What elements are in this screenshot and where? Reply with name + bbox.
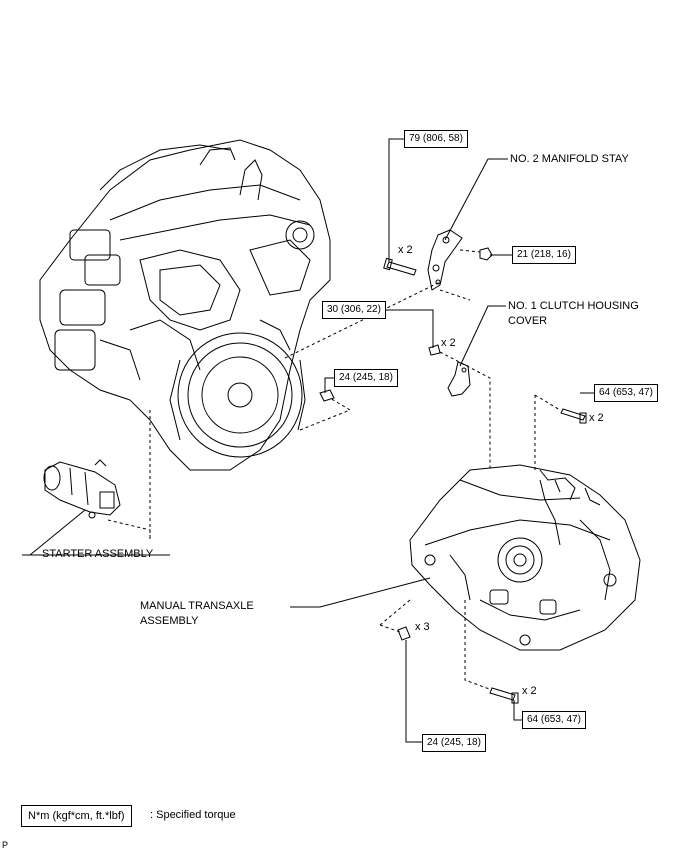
torque-spec-21: 21 (218, 16) — [512, 246, 576, 264]
label-transaxle-line1: MANUAL TRANSAXLE — [140, 600, 254, 612]
label-starter-assembly: STARTER ASSEMBLY — [42, 548, 154, 560]
qty-24-lower: x 3 — [415, 621, 430, 633]
engine-illustration — [39, 139, 331, 471]
corner-mark: P — [2, 840, 9, 850]
torque-spec-30: 30 (306, 22) — [322, 301, 386, 319]
label-manifold-stay: NO. 2 MANIFOLD STAY — [510, 153, 629, 165]
qty-79: x 2 — [398, 244, 413, 256]
torque-spec-64-upper: 64 (653, 47) — [594, 384, 658, 402]
torque-spec-79: 79 (806, 58) — [404, 130, 468, 148]
transaxle-illustration — [409, 464, 641, 651]
fasteners — [319, 247, 587, 704]
legend-unit-box: N*m (kgf*cm, ft.*lbf) — [21, 805, 132, 827]
torque-spec-64-lower: 64 (653, 47) — [522, 711, 586, 729]
leader-lines — [22, 138, 596, 743]
qty-64-upper: x 2 — [589, 412, 604, 424]
label-clutch-cover-line1: NO. 1 CLUTCH HOUSING — [508, 300, 639, 312]
starter-illustration — [43, 459, 121, 519]
label-clutch-cover-line2: COVER — [508, 315, 548, 327]
alignment-lines — [107, 249, 561, 691]
clutch-cover-illustration — [447, 361, 471, 397]
qty-64-lower: x 2 — [522, 685, 537, 697]
manifold-stay-illustration — [427, 229, 463, 291]
legend-description: : Specified torque — [150, 809, 236, 821]
qty-30: x 2 — [441, 337, 456, 349]
torque-spec-24-lower: 24 (245, 18) — [422, 734, 486, 752]
label-transaxle-line2: ASSEMBLY — [140, 615, 199, 627]
torque-spec-24-upper: 24 (245, 18) — [334, 369, 398, 387]
